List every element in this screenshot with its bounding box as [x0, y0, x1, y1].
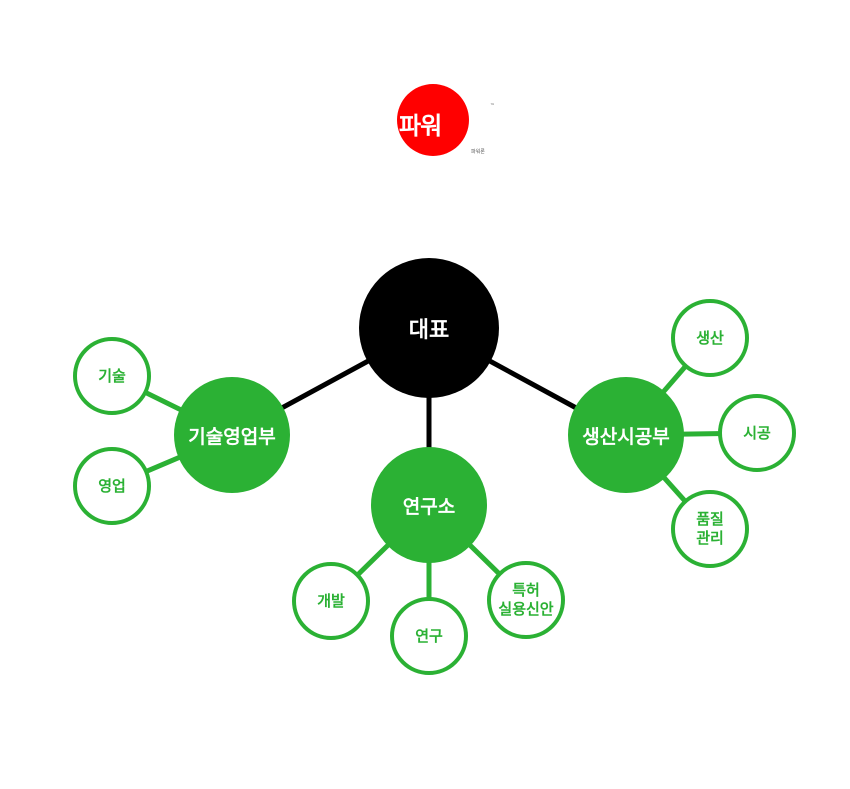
node-lab: 연구소	[371, 447, 487, 563]
node-dev: 개발	[292, 562, 370, 640]
node-tech-sales: 기술영업부	[174, 377, 290, 493]
logo	[397, 84, 469, 156]
node-patent: 특허 실용신안	[487, 561, 565, 639]
node-tech: 기술	[73, 337, 151, 415]
logo-tm: ™	[490, 103, 495, 109]
logo-sub: 파워론	[471, 149, 485, 155]
node-ceo: 대표	[359, 258, 499, 398]
node-production: 생산시공부	[568, 377, 684, 493]
node-research: 연구	[390, 597, 468, 675]
node-manufacture: 생산	[671, 299, 749, 377]
node-sales: 영업	[73, 447, 151, 525]
node-construction: 시공	[718, 394, 796, 472]
logo-text: 파워론	[399, 112, 463, 140]
node-quality: 품질 관리	[671, 490, 749, 568]
